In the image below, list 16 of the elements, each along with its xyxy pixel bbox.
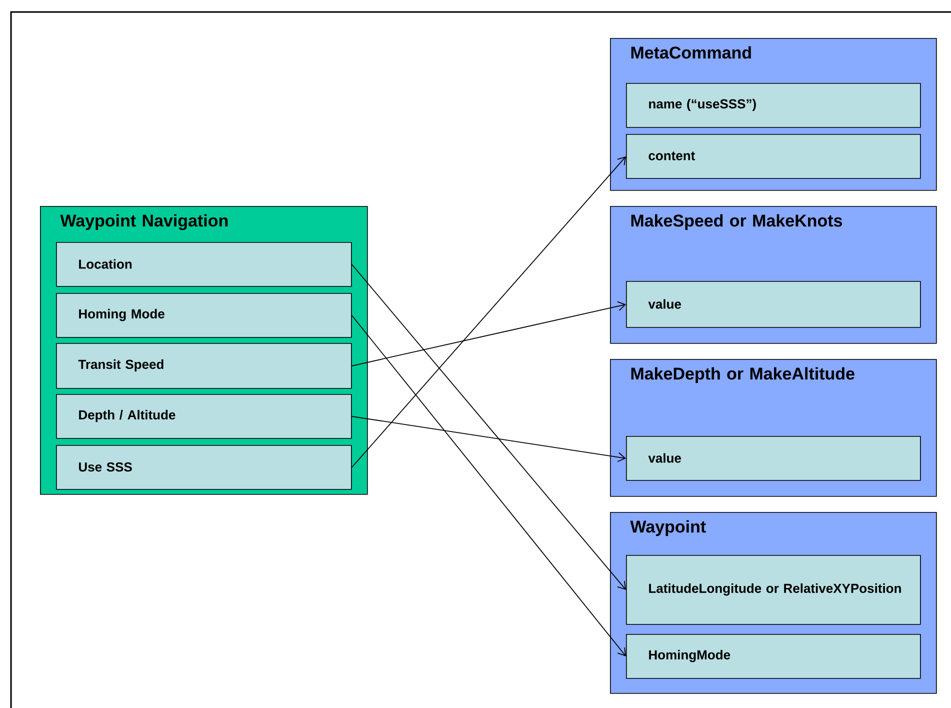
field-box: Homing Mode [56, 292, 352, 338]
field-box: Depth / Altitude [56, 394, 352, 439]
arrow [351, 416, 626, 462]
field-box: HomingMode [626, 634, 921, 679]
field-box: content [626, 134, 921, 179]
field-box: Location [56, 242, 352, 287]
arrow [351, 301, 626, 366]
field-box: Use SSS [56, 444, 352, 490]
field-box: name (“useSSS”) [626, 82, 921, 128]
arrow [351, 264, 626, 590]
arrow [351, 156, 626, 468]
field-box: value [626, 436, 921, 481]
field-box: value [626, 280, 921, 328]
field-box: Transit Speed [56, 342, 352, 389]
arrow [351, 314, 626, 656]
field-box: LatitudeLongitude or RelativeXYPosition [626, 554, 921, 625]
